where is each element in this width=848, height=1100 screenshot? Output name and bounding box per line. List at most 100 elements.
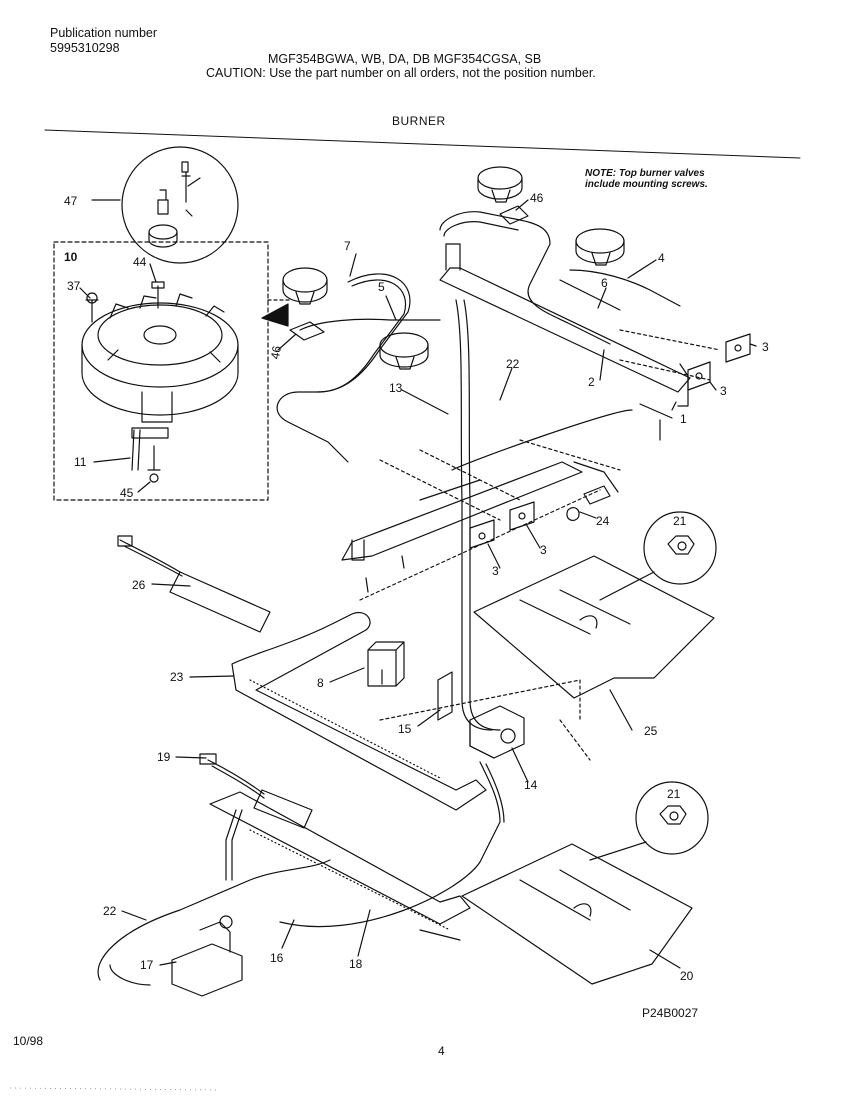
burner-tube-top <box>439 211 611 345</box>
nut-detail-21b <box>635 781 709 855</box>
callout-3b: 3 <box>720 384 727 398</box>
callout-24: 24 <box>596 514 610 528</box>
leader-13 <box>401 389 449 415</box>
leader-23 <box>189 675 235 678</box>
gas-line-16 <box>279 761 501 928</box>
leader-17 <box>159 961 177 966</box>
callout-16: 16 <box>270 951 284 965</box>
callout-18: 18 <box>349 957 363 971</box>
callout-7: 7 <box>344 239 351 253</box>
leader-37 <box>79 287 91 299</box>
drawing-code: P24B0027 <box>642 1006 699 1020</box>
leader-26 <box>151 583 191 587</box>
callout-25: 25 <box>644 724 658 738</box>
leader-16 <box>281 919 295 949</box>
burner-base-detail <box>81 281 239 483</box>
broil-burner-18 <box>209 791 471 925</box>
leader-22-lower <box>121 910 147 921</box>
callout-11: 11 <box>74 455 87 469</box>
leader-15 <box>417 709 441 727</box>
lower-valve-17 <box>171 809 243 997</box>
callout-3d: 3 <box>492 564 499 578</box>
callout-8: 8 <box>317 676 324 690</box>
callout-5: 5 <box>378 280 385 294</box>
callout-22-upper: 22 <box>506 357 520 371</box>
callout-17: 17 <box>140 958 154 972</box>
callout-21-lower: 21 <box>667 787 681 801</box>
gas-line-22-lower <box>97 859 331 981</box>
callout-14: 14 <box>524 778 538 792</box>
page-number: 4 <box>438 1044 445 1058</box>
top-burner-head-right <box>575 228 625 266</box>
burner-tube-4 <box>569 269 681 307</box>
main-manifold-13 <box>341 461 583 561</box>
leader-22-upper <box>499 367 513 401</box>
scan-artifact <box>9 1087 221 1091</box>
leader-24 <box>579 511 597 519</box>
callout-19: 19 <box>157 750 171 764</box>
callout-3c: 3 <box>540 543 547 557</box>
callout-26: 26 <box>132 578 146 592</box>
leader-3b <box>709 381 717 391</box>
leader-11 <box>93 457 131 463</box>
callout-2: 2 <box>588 375 595 389</box>
publication-number: 5995310298 <box>50 41 120 55</box>
leader-21a-part <box>599 571 655 601</box>
callout-46-left: 46 <box>268 344 284 360</box>
leader-3d <box>487 543 501 569</box>
leader-44 <box>149 263 157 283</box>
caution-text: CAUTION: Use the part number on all orde… <box>206 66 596 80</box>
top-burner-head-top <box>477 166 523 203</box>
leader-14 <box>511 747 529 783</box>
leader-2 <box>599 349 605 381</box>
top-burner-head-left <box>282 267 328 305</box>
detail-circle-47 <box>121 146 239 264</box>
leader-20 <box>649 949 681 969</box>
manifold-pipe-1 <box>439 267 691 393</box>
leader-4 <box>627 259 657 279</box>
orifice-plate-3d <box>469 519 495 549</box>
bracket-46-top <box>499 205 529 225</box>
section-title: BURNER <box>392 114 446 128</box>
callout-44: 44 <box>133 255 147 269</box>
baffle-20 <box>461 843 693 985</box>
top-burner-head-center <box>379 332 429 370</box>
leader-1 <box>639 403 673 419</box>
callout-45: 45 <box>120 486 134 500</box>
header-rule <box>44 129 801 159</box>
safety-valve-8 <box>367 641 405 687</box>
leader-3c <box>525 523 541 549</box>
footer-date: 10/98 <box>13 1034 44 1048</box>
leader-5 <box>385 295 397 321</box>
callout-46-top: 46 <box>530 191 544 205</box>
detail-box-10 <box>53 241 269 501</box>
nut-detail-21a <box>643 511 717 585</box>
leader-19 <box>175 756 207 759</box>
burner-tube-5 <box>299 318 441 331</box>
fitting-24 <box>566 461 619 522</box>
callout-10: 10 <box>64 250 78 264</box>
callout-37: 37 <box>67 279 81 293</box>
regulator-14 <box>469 705 525 759</box>
callout-3a: 3 <box>762 340 769 354</box>
callout-15: 15 <box>398 722 412 736</box>
callout-21-upper: 21 <box>673 514 687 528</box>
leader-18 <box>357 909 371 957</box>
callout-6: 6 <box>601 276 608 290</box>
leader-21b-part <box>589 841 647 861</box>
model-numbers: MGF354BGWA, WB, DA, DB MGF354CGSA, SB <box>268 52 542 66</box>
leader-6 <box>597 287 607 309</box>
bracket-46-left <box>289 321 325 341</box>
callout-13: 13 <box>389 381 403 395</box>
baffle-25 <box>473 555 715 699</box>
callout-23: 23 <box>170 670 184 684</box>
callout-22-lower: 22 <box>103 904 117 918</box>
leader-25 <box>609 689 633 731</box>
leader-3a <box>749 343 757 347</box>
note-line-2: include mounting screws. <box>585 179 708 190</box>
igniter-19 <box>199 753 313 829</box>
callout-1: 1 <box>680 412 687 426</box>
leader-46-left <box>277 333 297 351</box>
leader-7 <box>349 253 357 277</box>
